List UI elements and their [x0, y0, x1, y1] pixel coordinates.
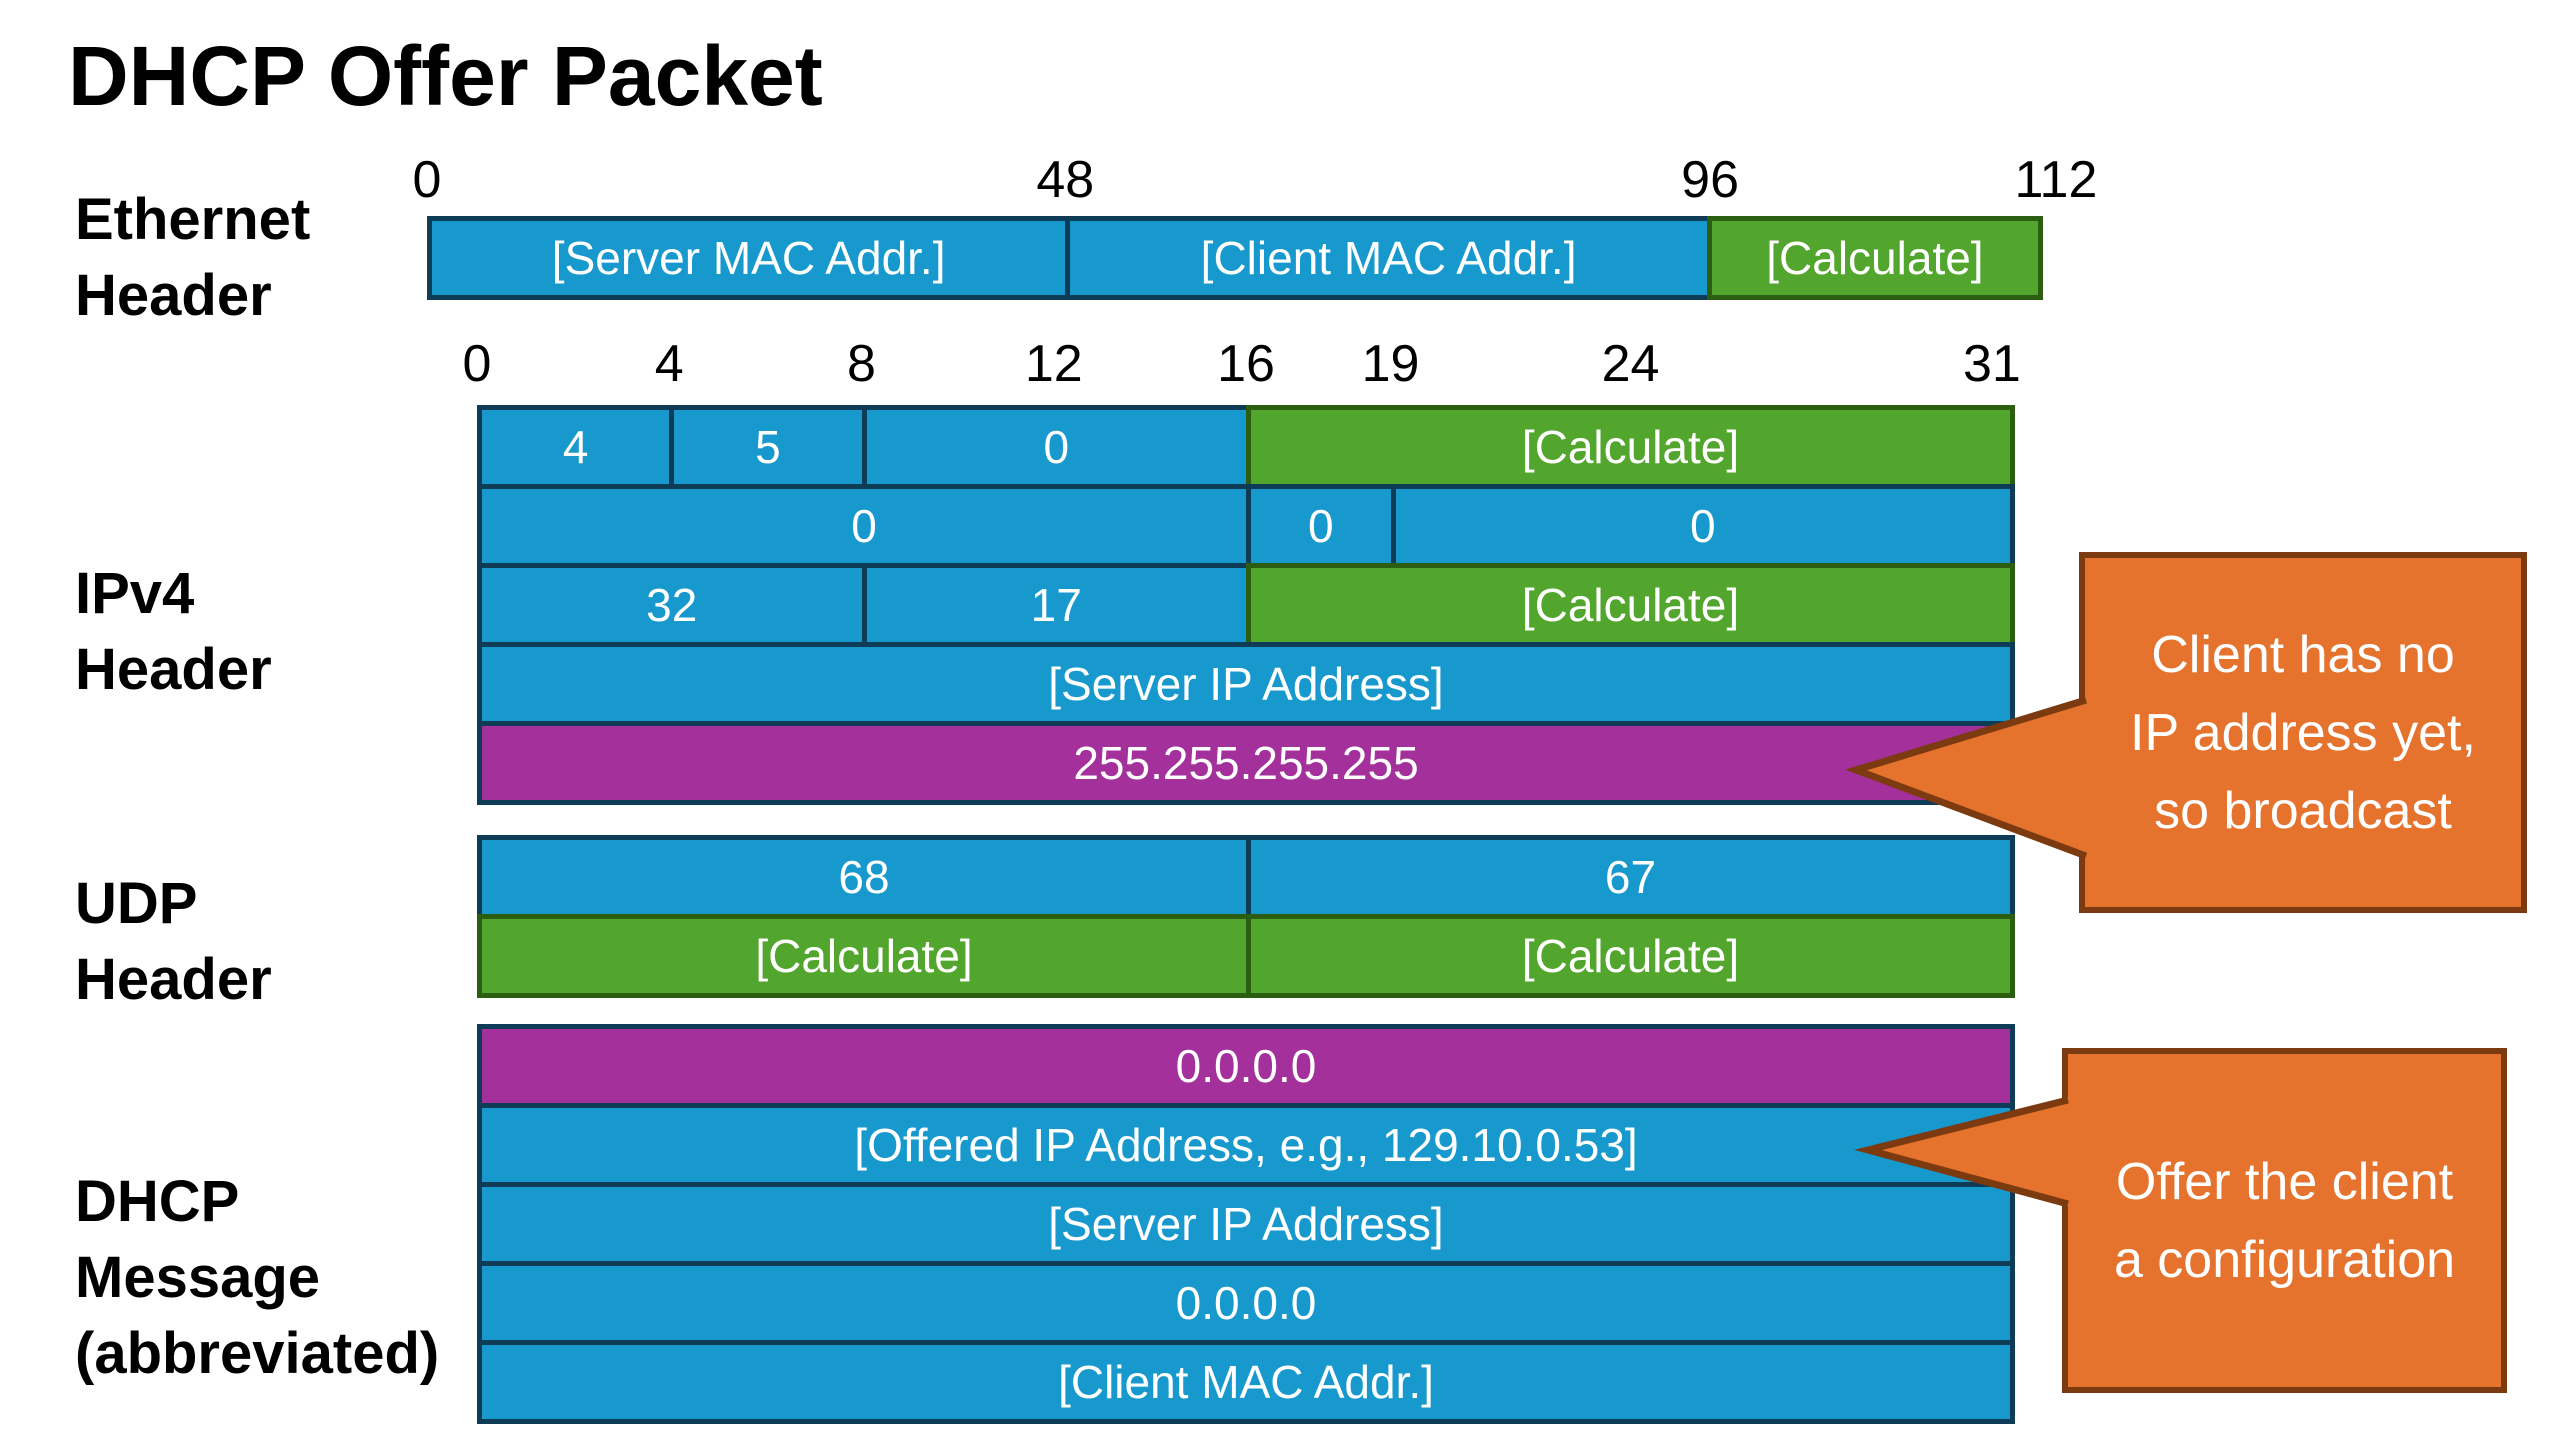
label-line: Ethernet: [75, 187, 311, 252]
field-cell: 0: [1390, 484, 2015, 568]
udp-header-label: UDP Header: [75, 866, 272, 1018]
label-line: (abbreviated): [75, 1321, 440, 1386]
field-row: [Offered IP Address, e.g., 129.10.0.53]: [477, 1103, 2015, 1187]
field-cell: [Calculate]: [1706, 216, 2043, 300]
bit-tick: 4: [654, 335, 684, 393]
label-line: Header: [75, 637, 272, 702]
field-row: [Server IP Address]: [477, 1182, 2015, 1266]
ethernet-bit-scale: 0 48 96 112: [413, 150, 2098, 210]
field-cell: 17: [861, 563, 1251, 647]
bit-tick: 8: [847, 335, 876, 393]
bit-tick: 12: [1024, 335, 1083, 393]
bit-tick: 96: [1681, 151, 1740, 209]
ethernet-header-label: Ethernet Header: [75, 182, 310, 334]
field-cell: 255.255.255.255: [477, 721, 2015, 805]
field-cell: 0.0.0.0: [477, 1024, 2015, 1108]
ethernet-header-bar: [Server MAC Addr.][Client MAC Addr.][Cal…: [427, 216, 2043, 300]
field-cell: 0.0.0.0: [477, 1261, 2015, 1345]
field-cell: [Offered IP Address, e.g., 129.10.0.53]: [477, 1103, 2015, 1187]
field-row: 0.0.0.0: [477, 1024, 2015, 1108]
field-cell: 32: [477, 563, 867, 647]
page-title: DHCP Offer Packet: [68, 29, 823, 123]
bit-tick: 31: [1963, 335, 2021, 393]
field-cell: [Calculate]: [1246, 405, 2015, 489]
bit-tick: 0: [412, 151, 442, 209]
label-line: Header: [75, 263, 272, 328]
field-cell: [Calculate]: [477, 914, 1251, 998]
bit-tick: 24: [1601, 335, 1660, 393]
callout-offer: Offer the client a configuration: [2062, 1048, 2507, 1393]
label-line: Message: [75, 1245, 321, 1310]
callout-broadcast: Client has no IP address yet, so broadca…: [2079, 552, 2527, 913]
bit-tick: 48: [1036, 151, 1095, 209]
bit-tick: 0: [462, 335, 492, 393]
field-cell: [Calculate]: [1246, 914, 2015, 998]
field-cell: [Client MAC Addr.]: [477, 1340, 2015, 1424]
dhcp-message-bar: 0.0.0.0[Offered IP Address, e.g., 129.10…: [477, 1024, 2015, 1424]
field-cell: 68: [477, 835, 1251, 919]
field-cell: 0: [861, 405, 1251, 489]
label-line: IPv4: [75, 561, 195, 626]
bit-tick: 16: [1217, 335, 1275, 393]
field-row: [Client MAC Addr.]: [477, 1340, 2015, 1424]
field-cell: 0: [477, 484, 1251, 568]
field-cell: 67: [1246, 835, 2015, 919]
callout-line: so broadcast: [2154, 781, 2452, 840]
ipv4-bit-scale: 0 4 8 12 16 19 24 31: [463, 334, 2021, 394]
callout-line: Client has no: [2151, 625, 2455, 684]
field-cell: [Calculate]: [1246, 563, 2015, 647]
field-cell: [Server IP Address]: [477, 642, 2015, 726]
callout-line: Offer the client: [2115, 1152, 2454, 1211]
bit-tick: 112: [2014, 151, 2098, 209]
bit-tick: 19: [1361, 335, 1420, 393]
ipv4-header-label: IPv4 Header: [75, 556, 272, 708]
field-cell: [Client MAC Addr.]: [1065, 216, 1712, 300]
field-row: [Calculate][Calculate]: [477, 914, 2015, 998]
label-line: DHCP: [75, 1169, 240, 1234]
field-cell: 0: [1246, 484, 1396, 568]
label-line: Header: [75, 947, 272, 1012]
field-cell: [Server IP Address]: [477, 1182, 2015, 1266]
field-cell: 4: [477, 405, 675, 489]
dhcp-message-label: DHCP Message (abbreviated): [75, 1164, 439, 1392]
field-row: 255.255.255.255: [477, 721, 2015, 805]
callout-line: IP address yet,: [2130, 703, 2476, 762]
field-row: [Server IP Address]: [477, 642, 2015, 726]
field-row: [Server MAC Addr.][Client MAC Addr.][Cal…: [427, 216, 2043, 300]
callout-line: a configuration: [2113, 1230, 2456, 1289]
field-row: 0.0.0.0: [477, 1261, 2015, 1345]
field-cell: 5: [669, 405, 867, 489]
label-line: UDP: [75, 871, 198, 936]
field-cell: [Server MAC Addr.]: [427, 216, 1071, 300]
